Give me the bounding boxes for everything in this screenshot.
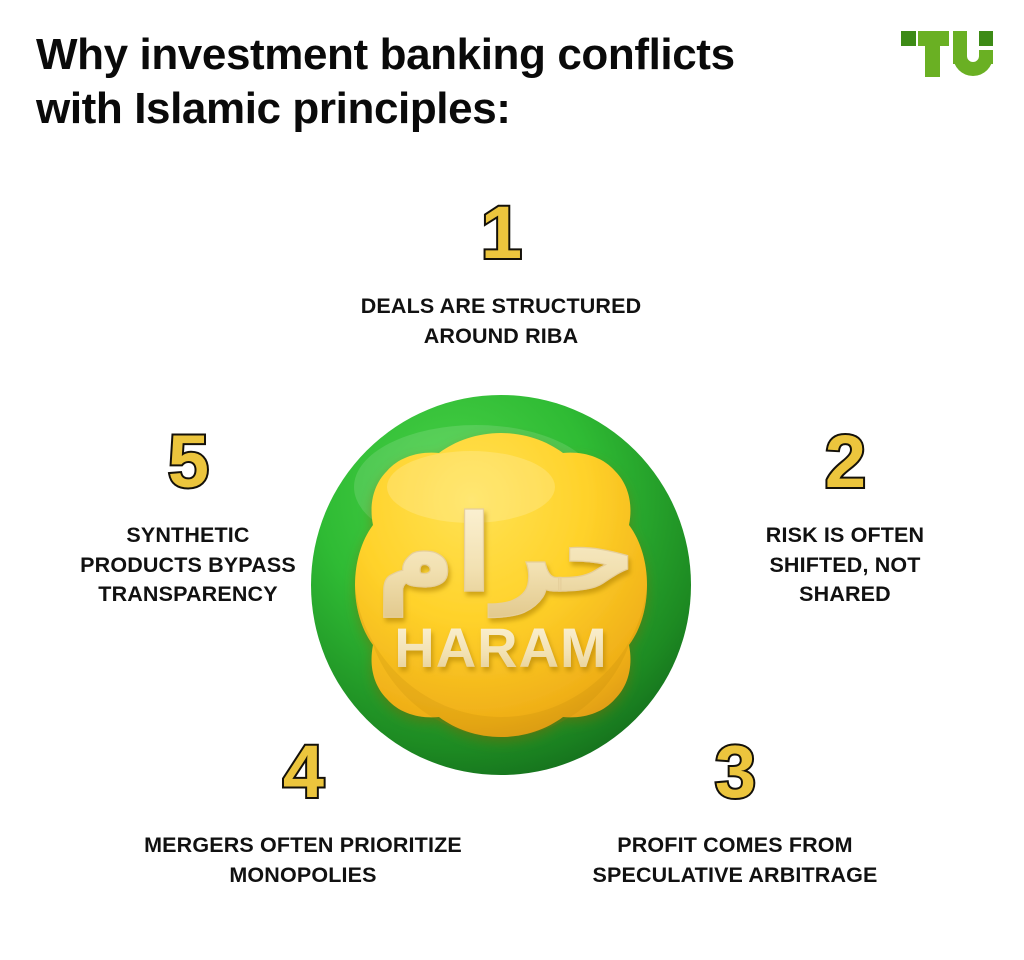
haram-badge: حرام HARAM — [311, 395, 691, 775]
item-mergers-monopolies: 4 MERGERS OFTEN PRIORITIZE MONOPOLIES — [103, 730, 503, 890]
item-number-4: 4 — [281, 730, 326, 813]
item-deals-riba: 1 DEALS ARE STRUCTURED AROUND RIBA — [320, 191, 682, 351]
item-number-1: 1 — [479, 191, 524, 274]
item-synthetic-products: 5 SYNTHETIC PRODUCTS BYPASS TRANSPARENCY — [48, 420, 328, 610]
item-label-2: RISK IS OFTEN SHIFTED, NOT SHARED — [765, 523, 925, 607]
item-label-4: MERGERS OFTEN PRIORITIZE MONOPOLIES — [144, 833, 462, 887]
header: Why investment banking conflicts with Is… — [0, 0, 1024, 175]
item-label-3: PROFIT COMES FROM SPECULATIVE ARBITRAGE — [592, 833, 878, 887]
tu-logo-icon — [901, 31, 993, 77]
item-number-3: 3 — [713, 730, 758, 813]
haram-badge-icon: حرام HARAM — [311, 395, 691, 775]
item-risk-shifted: 2 RISK IS OFTEN SHIFTED, NOT SHARED — [720, 420, 970, 610]
item-label-1: DEALS ARE STRUCTURED AROUND RIBA — [360, 294, 642, 348]
item-label-5: SYNTHETIC PRODUCTS BYPASS TRANSPARENCY — [80, 523, 296, 607]
item-speculative-arbitrage: 3 PROFIT COMES FROM SPECULATIVE ARBITRAG… — [545, 730, 925, 890]
page-title: Why investment banking conflicts with Is… — [36, 30, 735, 133]
svg-text:HARAM: HARAM — [394, 616, 607, 679]
item-number-2: 2 — [823, 420, 868, 503]
tu-logo — [901, 30, 993, 78]
badge-arabic-text: حرام — [376, 491, 638, 618]
badge-plate — [355, 433, 647, 737]
badge-latin-text: HARAM — [394, 616, 607, 679]
item-number-5: 5 — [166, 420, 211, 503]
svg-text:حرام: حرام — [376, 492, 637, 618]
